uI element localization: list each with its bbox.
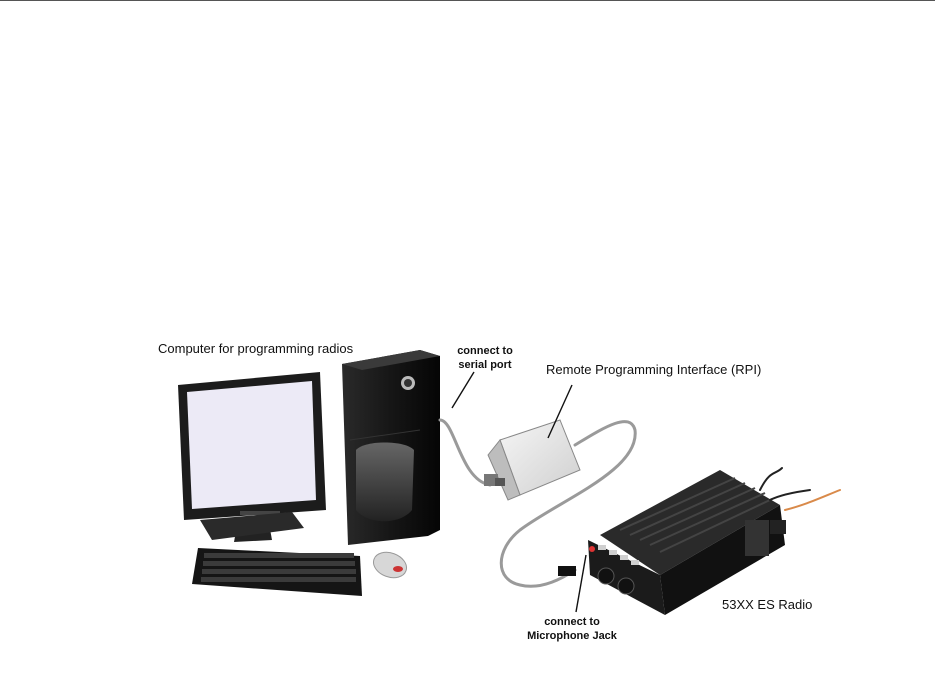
keyboard	[192, 548, 362, 596]
radio-led-icon	[589, 546, 595, 552]
monitor	[178, 372, 326, 542]
rpi-box	[484, 420, 580, 500]
mouse	[370, 548, 410, 582]
radio-knob-icon	[598, 568, 614, 584]
mic-label-line1: connect to	[520, 615, 624, 629]
serial-callout-line	[452, 372, 474, 408]
radio-label: 53XX ES Radio	[722, 597, 812, 613]
monitor-screen	[187, 381, 316, 509]
mic-plug-icon	[558, 566, 576, 576]
computer-tower	[342, 350, 440, 545]
serial-port-label: connect to serial port	[455, 344, 515, 372]
rpi-label: Remote Programming Interface (RPI)	[546, 362, 761, 378]
serial-cable	[440, 420, 490, 485]
radio-knob-icon	[618, 578, 634, 594]
serial-label-line1: connect to	[455, 344, 515, 358]
mic-label-line2: Microphone Jack	[520, 629, 624, 643]
radio-unit	[588, 470, 786, 615]
radio-bracket	[745, 520, 769, 556]
tower-front-panel	[356, 443, 414, 522]
serial-label-line2: serial port	[455, 358, 515, 372]
computer-label: Computer for programming radios	[158, 341, 353, 357]
mic-callout-line	[576, 555, 586, 612]
mic-jack-label: connect to Microphone Jack	[520, 615, 624, 643]
